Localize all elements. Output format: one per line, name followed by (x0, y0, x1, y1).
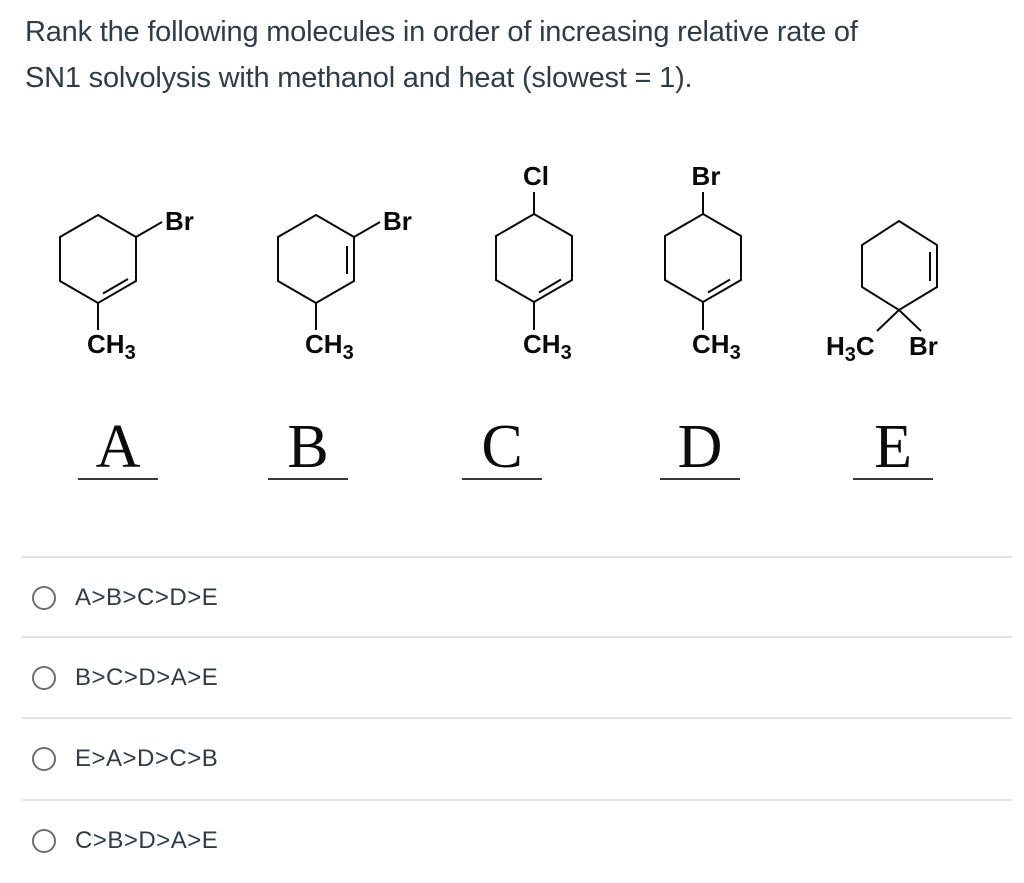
answer-option-4[interactable]: C>B>D>A>E (22, 799, 1012, 881)
radio-button[interactable] (32, 829, 56, 853)
methyl-label: CH3 (305, 329, 354, 364)
molecule-a-structure: Br CH3 (59, 206, 194, 364)
double-bond (538, 278, 562, 294)
halide-label: Cl (523, 161, 549, 191)
cyclohexene-ring (59, 213, 137, 305)
answer-option-2[interactable]: B>C>D>A>E (22, 636, 1012, 718)
question-text: Rank the following molecules in order of… (25, 9, 1015, 101)
cyclohexene-ring (664, 212, 742, 304)
molecule-c-structure: Cl CH3 (495, 161, 573, 364)
bond-to-br (898, 309, 922, 332)
option-label: C>B>D>A>E (75, 827, 219, 854)
molecule-e-structure: H3C Br (826, 219, 938, 366)
answer-option-1[interactable]: A>B>C>D>E (22, 556, 1012, 638)
methyl-label: CH3 (87, 329, 136, 364)
molecule-letter-b: B (268, 416, 348, 480)
molecule-letter-d: D (660, 416, 740, 480)
option-label: B>C>D>A>E (75, 664, 219, 691)
radio-button[interactable] (32, 586, 56, 610)
radio-button[interactable] (32, 747, 56, 771)
cyclohexene-ring (495, 212, 573, 304)
double-bond (707, 278, 731, 294)
molecule-letter-a: A (78, 416, 158, 480)
molecule-diagrams: Br CH3 Br CH3 Cl CH3 Br CH (59, 161, 938, 366)
halide-label: Br (165, 206, 194, 236)
question-line-1: Rank the following molecules in order of… (25, 16, 858, 48)
option-label: A>B>C>D>E (75, 584, 219, 611)
cyclohexene-ring (277, 213, 355, 305)
molecule-letter-c: C (462, 416, 542, 480)
radio-button[interactable] (32, 666, 56, 690)
question-line-2: SN1 solvolysis with methanol and heat (s… (25, 62, 693, 94)
option-label: E>A>D>C>B (75, 745, 219, 772)
molecule-letter-e: E (853, 416, 933, 480)
methyl-label: CH3 (523, 329, 572, 364)
bond-to-br (353, 221, 381, 238)
methyl-label: H3C (826, 331, 875, 366)
answer-option-3[interactable]: E>A>D>C>B (22, 717, 1012, 799)
double-bond (102, 278, 129, 295)
halide-label: Br (383, 206, 412, 236)
molecule-d-structure: Br CH3 (664, 161, 742, 364)
bond-to-ch3 (876, 309, 900, 332)
molecule-b-structure: Br CH3 (277, 206, 412, 364)
halide-label: Br (692, 161, 721, 191)
methyl-label: CH3 (692, 329, 741, 364)
bond-to-br (135, 221, 163, 238)
cyclohexene-ring (861, 219, 938, 312)
halide-label: Br (909, 331, 938, 361)
